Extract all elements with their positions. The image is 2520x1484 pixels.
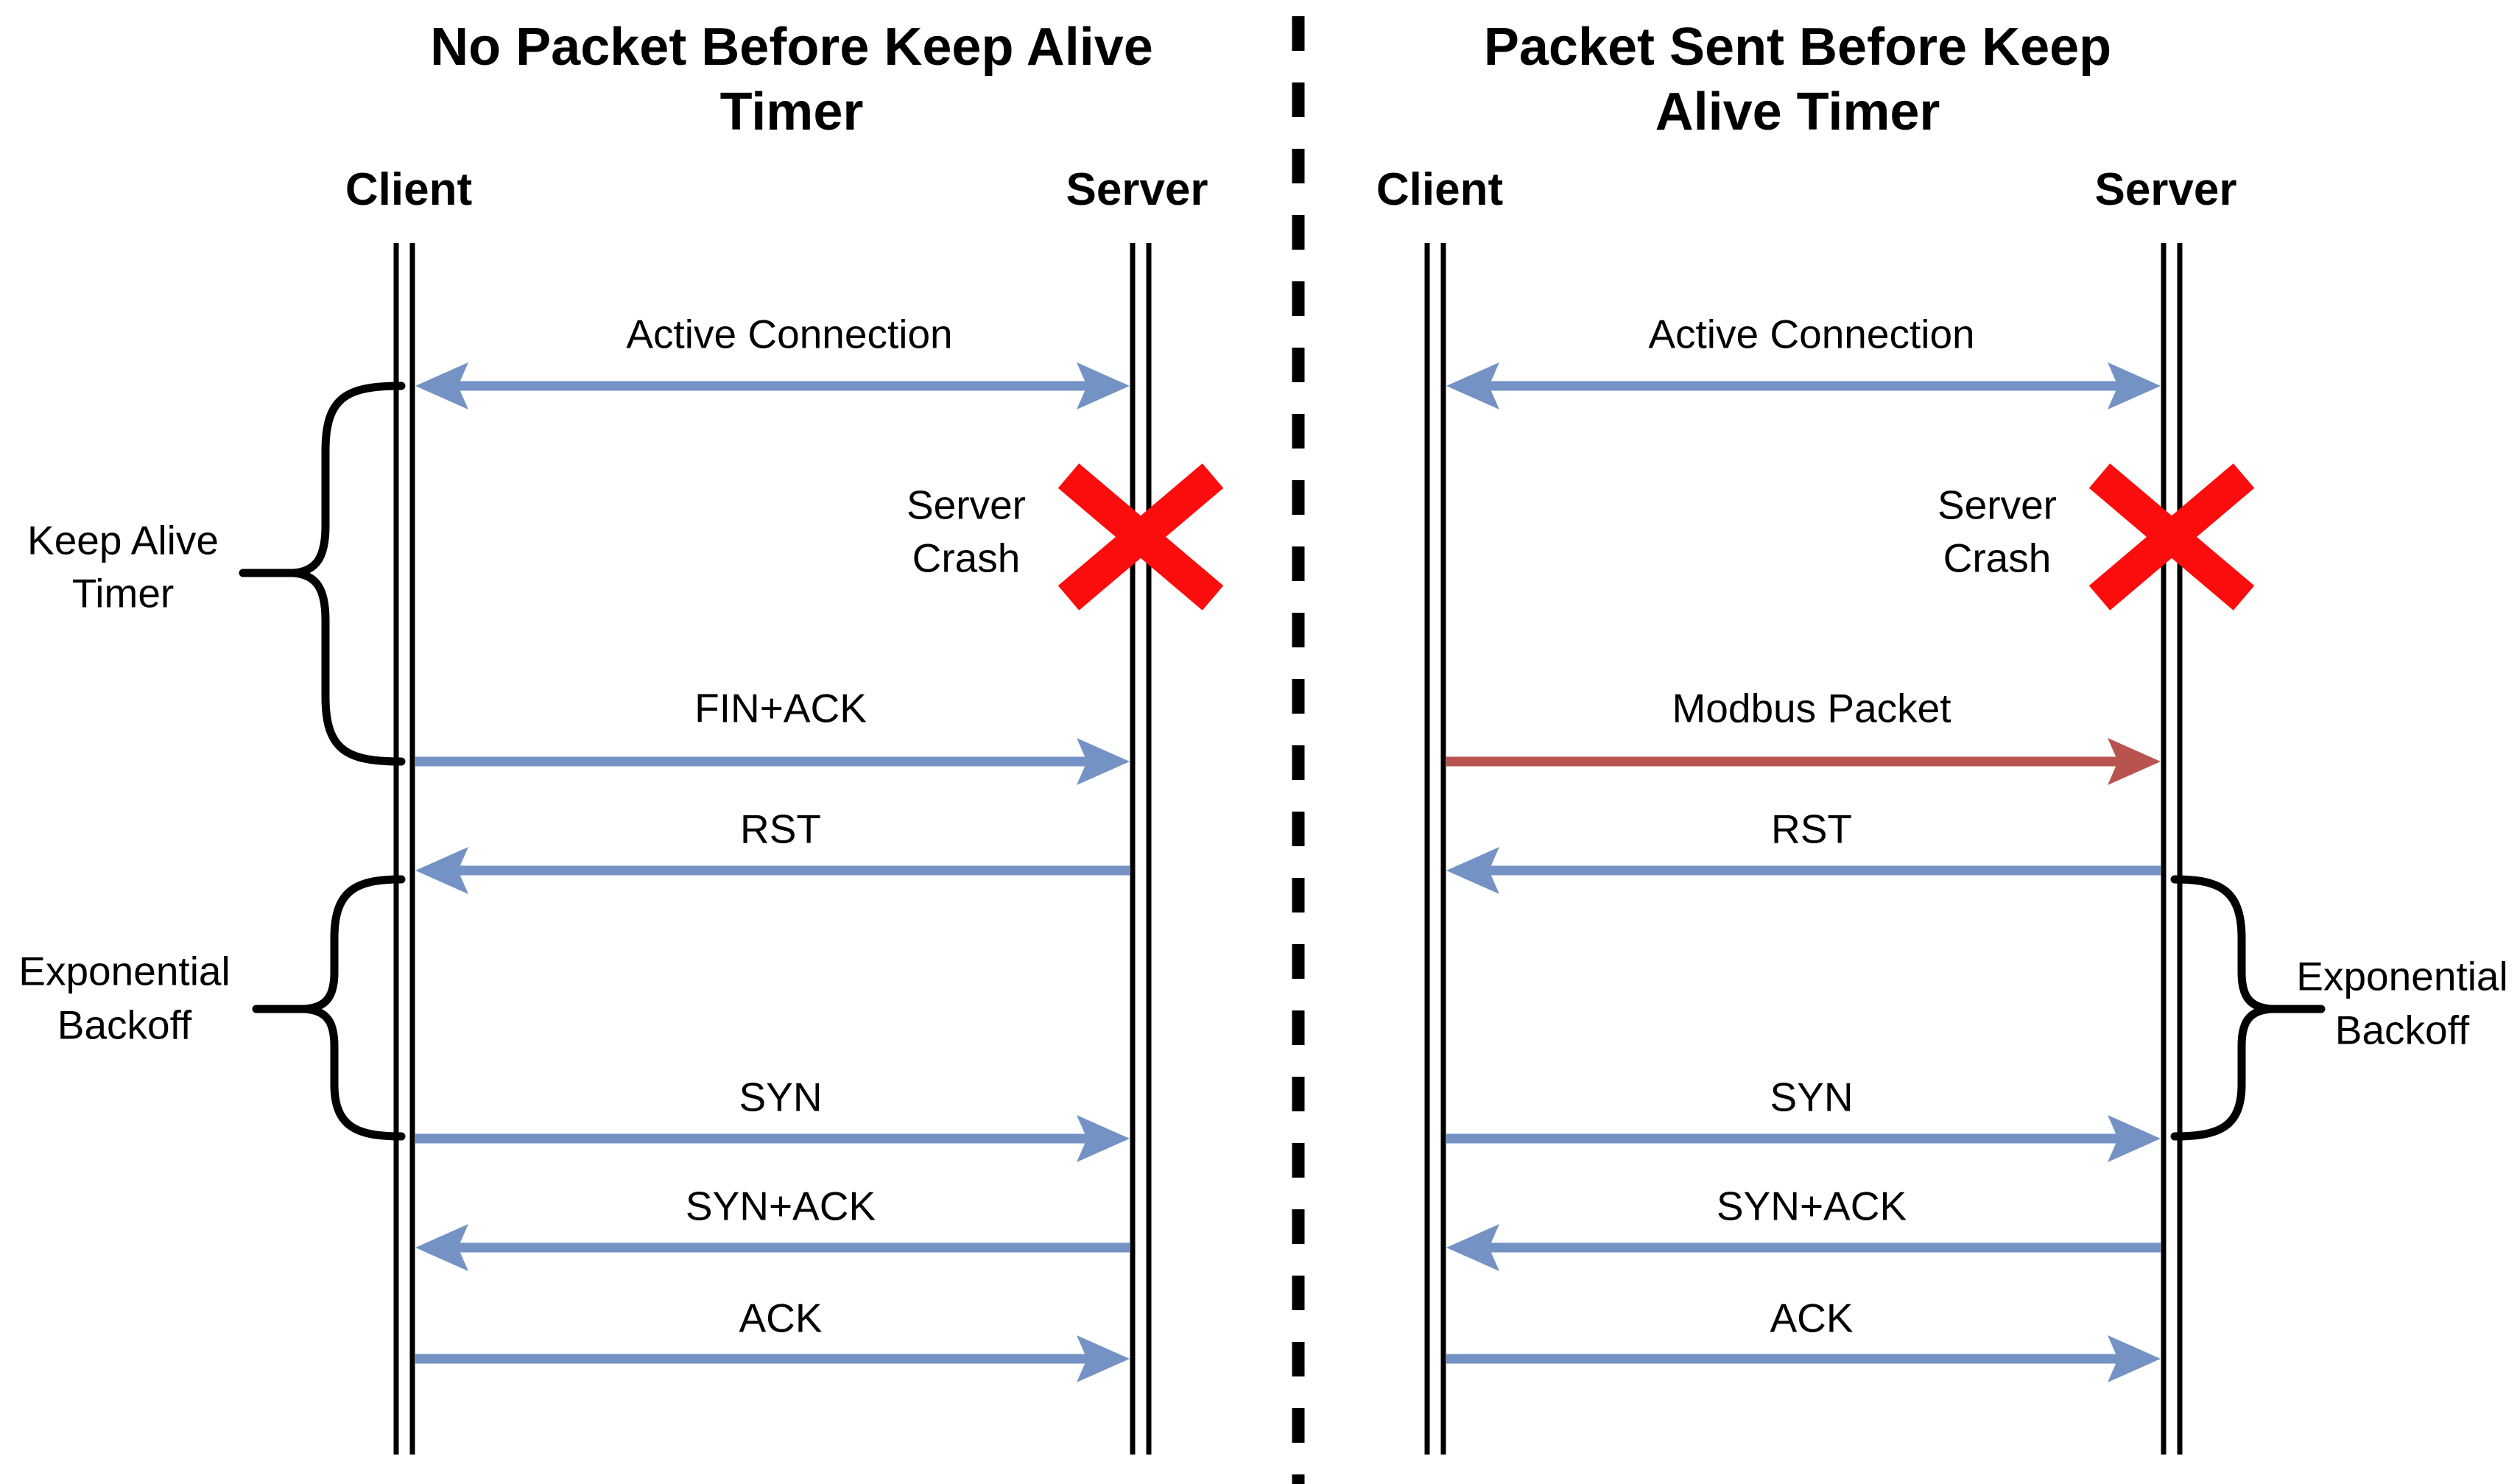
left-ack-arrow: [415, 1335, 1130, 1382]
left-active-connection-label: Active Connection: [626, 311, 953, 357]
left-server-crash-x-icon: [1057, 463, 1224, 611]
keep-alive-timer-label-line1: Keep Alive: [27, 517, 219, 563]
right-client-lifeline: [1424, 243, 1446, 1455]
right-syn-label: SYN: [1770, 1074, 1854, 1120]
right-rst-arrow: [1446, 847, 2161, 894]
left-syn-arrow: [415, 1115, 1130, 1162]
right-server-crash-label-line2: Crash: [1943, 535, 2052, 581]
left-fin-ack-label: FIN+ACK: [694, 685, 867, 731]
keep-alive-timer-brace: [239, 381, 406, 766]
right-syn-arrow: [1446, 1115, 2161, 1162]
right-client-label: Client: [1376, 164, 1504, 215]
right-server-label: Server: [2094, 164, 2237, 215]
right-ack-arrow: [1446, 1335, 2161, 1382]
left-server-crash-label-line2: Crash: [912, 535, 1021, 581]
right-exponential-backoff-label-line1: Exponential: [2296, 953, 2508, 999]
keep-alive-timer-label-line2: Timer: [71, 570, 175, 616]
right-server-crash-label-line1: Server: [1937, 482, 2057, 528]
right-syn-ack-arrow: [1446, 1224, 2161, 1271]
left-syn-ack-label: SYN+ACK: [685, 1183, 876, 1229]
left-syn-label: SYN: [739, 1074, 823, 1120]
right-panel-title-line1: Packet Sent Before Keep: [1483, 18, 2112, 77]
right-exponential-backoff-brace: [2170, 875, 2326, 1141]
left-fin-ack-arrow: [415, 738, 1130, 785]
right-ack-label: ACK: [1770, 1295, 1854, 1341]
left-panel-title-line1: No Packet Before Keep Alive: [430, 18, 1153, 77]
right-active-connection-label: Active Connection: [1648, 311, 1975, 357]
left-exponential-backoff-label-line1: Exponential: [18, 948, 230, 994]
right-modbus-packet-arrow: [1446, 738, 2161, 785]
left-panel-title-line2: Timer: [719, 82, 864, 141]
left-server-label: Server: [1066, 164, 1208, 215]
left-client-lifeline: [393, 243, 415, 1455]
left-server-lifeline: [1130, 243, 1152, 1455]
left-client-label: Client: [345, 164, 473, 215]
left-server-crash-label-line1: Server: [907, 482, 1026, 528]
left-exponential-backoff-label-line2: Backoff: [57, 1002, 192, 1048]
left-rst-label: RST: [740, 806, 821, 852]
left-exponential-backoff-brace: [252, 875, 406, 1141]
left-syn-ack-arrow: [415, 1224, 1130, 1271]
right-rst-label: RST: [1771, 806, 1852, 852]
right-active-connection-arrow: [1446, 362, 2161, 409]
right-modbus-packet-label: Modbus Packet: [1672, 685, 1951, 731]
left-active-connection-arrow: [415, 362, 1130, 409]
right-exponential-backoff-label-line2: Backoff: [2334, 1007, 2470, 1053]
left-ack-label: ACK: [739, 1295, 823, 1341]
right-syn-ack-label: SYN+ACK: [1716, 1183, 1907, 1229]
right-panel-title-line2: Alive Timer: [1655, 82, 1940, 141]
right-server-crash-x-icon: [2088, 463, 2255, 611]
right-server-lifeline: [2161, 243, 2183, 1455]
left-rst-arrow: [415, 847, 1130, 894]
